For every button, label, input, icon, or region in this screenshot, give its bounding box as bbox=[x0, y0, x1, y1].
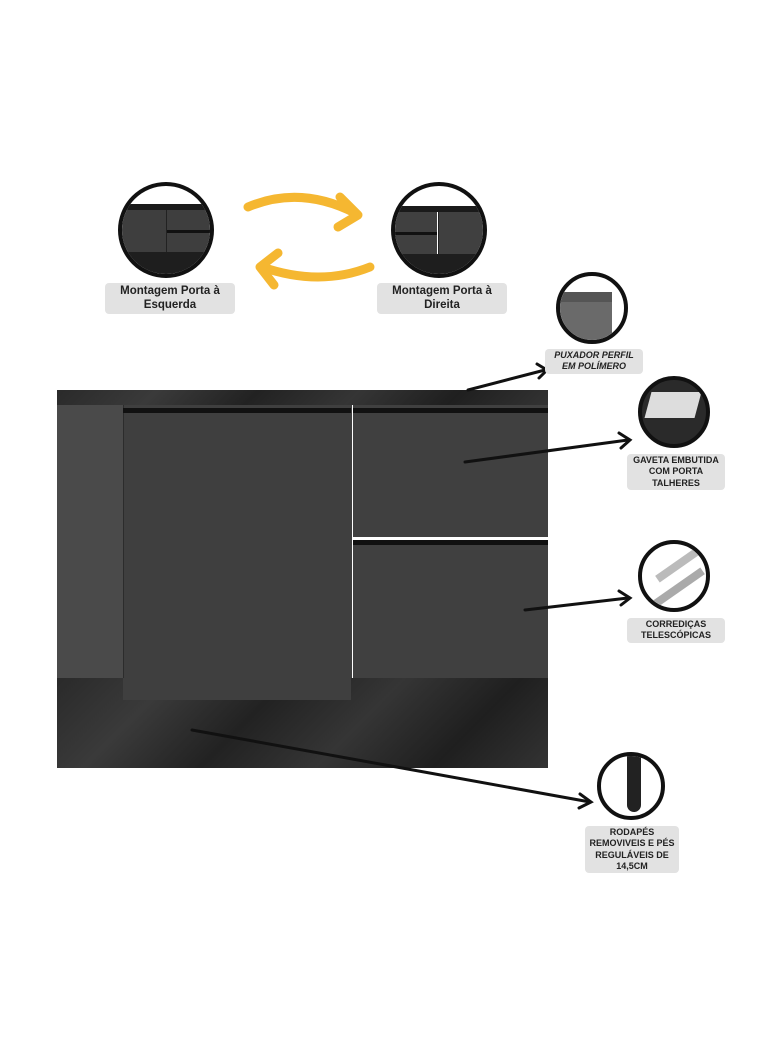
left-door-thumbnail bbox=[118, 182, 214, 278]
door-handle bbox=[123, 408, 351, 413]
drawer-bottom-handle bbox=[353, 540, 548, 545]
feature-label-slides: CORREDIÇAS TELESCÓPICAS bbox=[627, 618, 725, 643]
telescopic-slide-icon bbox=[638, 540, 710, 612]
countertop bbox=[57, 390, 548, 405]
left-assembly-label: Montagem Porta à Esquerda bbox=[105, 283, 235, 314]
handle-profile-icon bbox=[556, 272, 628, 344]
feature-label-feet: RODAPÉS REMOVIVEIS E PÉS REGULÁVEIS DE 1… bbox=[585, 826, 679, 873]
drawer-top bbox=[353, 405, 548, 537]
cabinet bbox=[57, 390, 548, 768]
door bbox=[123, 405, 352, 700]
feature-label-handle: PUXADOR PERFIL EM POLÍMERO bbox=[545, 349, 643, 374]
right-assembly-label: Montagem Porta à Direita bbox=[377, 283, 507, 314]
right-door-thumbnail bbox=[391, 182, 487, 278]
drawer-bottom bbox=[353, 540, 548, 678]
adjustable-foot-icon bbox=[597, 752, 665, 820]
drawer-top-handle bbox=[353, 408, 548, 413]
swap-arrows-icon bbox=[243, 192, 375, 290]
side-panel bbox=[57, 405, 123, 700]
cutlery-drawer-icon bbox=[638, 376, 710, 448]
feature-label-drawer: GAVETA EMBUTIDA COM PORTA TALHERES bbox=[627, 454, 725, 490]
